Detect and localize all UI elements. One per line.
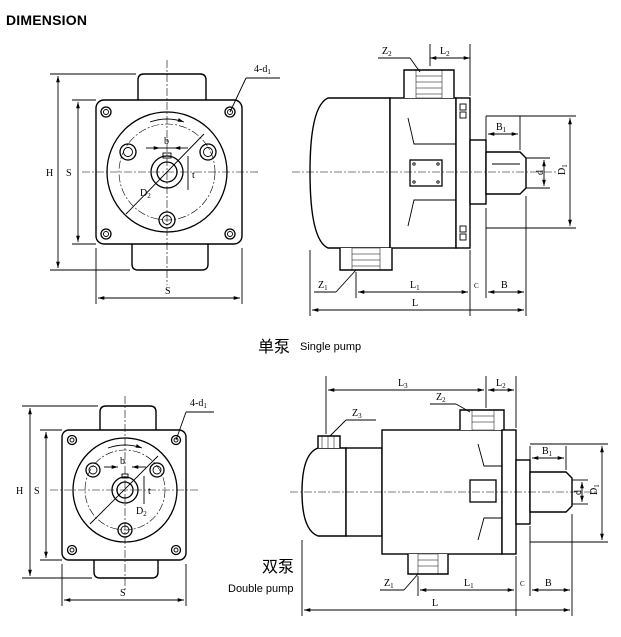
diagram-heading: DIMENSION (6, 12, 88, 28)
double-caption-cn: 双泵 (262, 557, 294, 576)
double-z3-label: Z3 (352, 408, 362, 420)
double-s-vertical-label: S (34, 486, 40, 497)
double-z2-label: Z2 (436, 392, 446, 404)
double-caption-en: Double pump (228, 583, 293, 595)
corner-bolt-holes (100, 106, 236, 240)
double-c-label: C (520, 580, 525, 588)
double-side-view (290, 376, 608, 616)
single-d-label: d (535, 170, 546, 175)
single-t-label: t (192, 170, 195, 181)
single-z1-label: Z1 (318, 280, 328, 292)
single-l2-label: L2 (440, 46, 450, 58)
double-s-horizontal-label: S (120, 588, 126, 599)
double-b-dim-label: B (545, 578, 552, 589)
single-l1-label: L1 (410, 280, 420, 292)
double-cover-screws (85, 462, 165, 538)
single-front-view (50, 60, 280, 304)
single-caption-cn: 单泵 (258, 337, 290, 356)
single-d1-label: D1 (557, 164, 569, 175)
single-h-label: H (46, 168, 53, 179)
double-h-label: H (16, 486, 23, 497)
double-b1-label: B1 (542, 446, 553, 458)
double-l3-label: L3 (398, 378, 408, 390)
double-z1-label: Z1 (384, 578, 394, 590)
single-b-label: b (164, 136, 169, 147)
single-side-view (292, 44, 576, 316)
single-s-vertical-label: S (66, 168, 72, 179)
single-b1-label: B1 (496, 122, 507, 134)
double-d1-label: D1 (589, 484, 601, 495)
double-t-label: t (148, 486, 151, 497)
double-l2-label: L2 (496, 378, 506, 390)
double-b-label: b (120, 456, 125, 467)
single-d2-label: D2 (140, 188, 151, 200)
double-d2-label: D2 (136, 506, 147, 518)
single-l-label: L (412, 298, 418, 309)
single-s-horizontal-label: S (165, 286, 171, 297)
single-bolt-label: 4-d1 (254, 64, 271, 76)
double-corner-bolt-holes (66, 434, 182, 556)
double-front-view (22, 396, 214, 606)
double-bolt-label: 4-d1 (190, 398, 207, 410)
single-z2-label: Z2 (382, 46, 392, 58)
single-b-dim-label: B (501, 280, 508, 291)
single-c-label: C (474, 282, 479, 290)
double-d-label: d (573, 490, 584, 495)
single-caption-en: Single pump (300, 341, 361, 353)
double-l-label: L (432, 598, 438, 609)
double-l1-label: L1 (464, 578, 474, 590)
